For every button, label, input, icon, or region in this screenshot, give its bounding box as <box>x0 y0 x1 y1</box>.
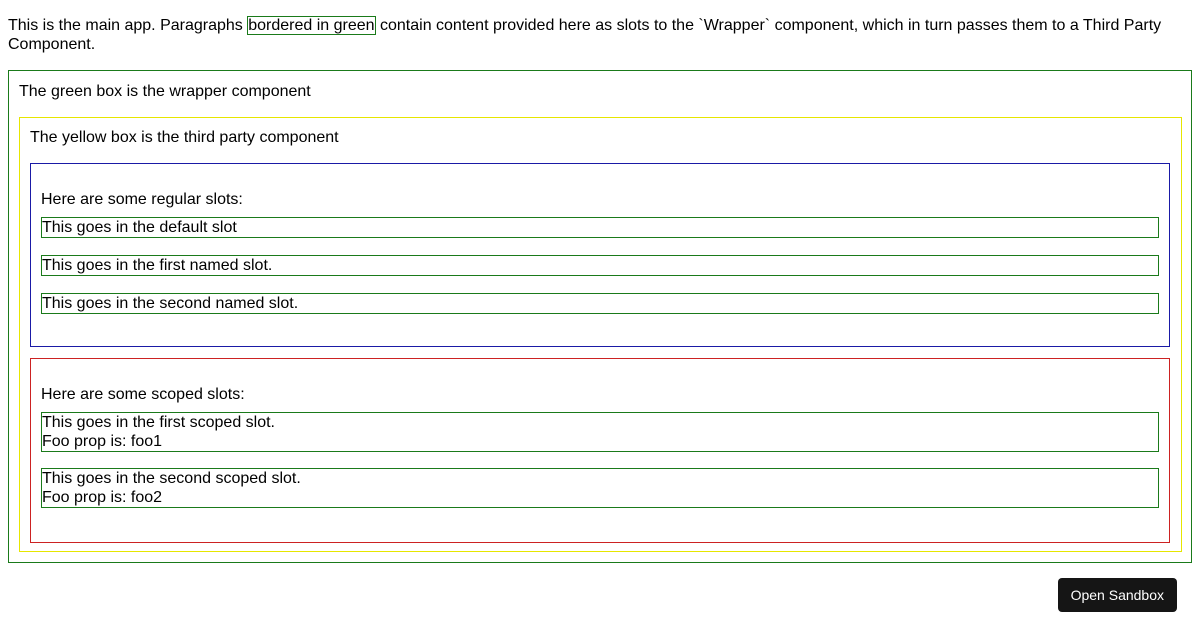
first-scoped-slot: This goes in the first scoped slot. Foo … <box>41 412 1159 452</box>
intro-paragraph: This is the main app. Paragraphs bordere… <box>8 16 1192 54</box>
wrapper-component-box: The green box is the wrapper component T… <box>8 70 1192 563</box>
default-slot-text: This goes in the default slot <box>42 219 237 236</box>
default-slot: This goes in the default slot <box>41 217 1159 238</box>
scoped-slots-title: Here are some scoped slots: <box>41 386 245 403</box>
first-scoped-slot-prop: Foo prop is: foo1 <box>42 433 163 450</box>
second-scoped-slot: This goes in the second scoped slot. Foo… <box>41 468 1159 508</box>
first-named-slot: This goes in the first named slot. <box>41 255 1159 276</box>
wrapper-title: The green box is the wrapper component <box>19 83 311 100</box>
intro-text-before: This is the main app. Paragraphs <box>8 17 248 34</box>
first-named-slot-text: This goes in the first named slot. <box>42 257 273 274</box>
open-sandbox-button[interactable]: Open Sandbox <box>1057 578 1177 612</box>
regular-slots-box: Here are some regular slots: This goes i… <box>30 163 1170 347</box>
intro-text-after: contain content provided here as slots t… <box>8 17 1162 53</box>
second-scoped-slot-text: This goes in the second scoped slot. <box>42 470 301 487</box>
third-party-component-box: The yellow box is the third party compon… <box>19 117 1182 552</box>
green-border-highlight: bordered in green <box>247 16 376 35</box>
third-party-title: The yellow box is the third party compon… <box>30 129 339 146</box>
second-named-slot: This goes in the second named slot. <box>41 293 1159 314</box>
second-named-slot-text: This goes in the second named slot. <box>42 295 299 312</box>
scoped-slots-box: Here are some scoped slots: This goes in… <box>30 358 1170 543</box>
second-scoped-slot-prop: Foo prop is: foo2 <box>42 489 163 506</box>
first-scoped-slot-text: This goes in the first scoped slot. <box>42 414 275 431</box>
regular-slots-title: Here are some regular slots: <box>41 191 243 208</box>
